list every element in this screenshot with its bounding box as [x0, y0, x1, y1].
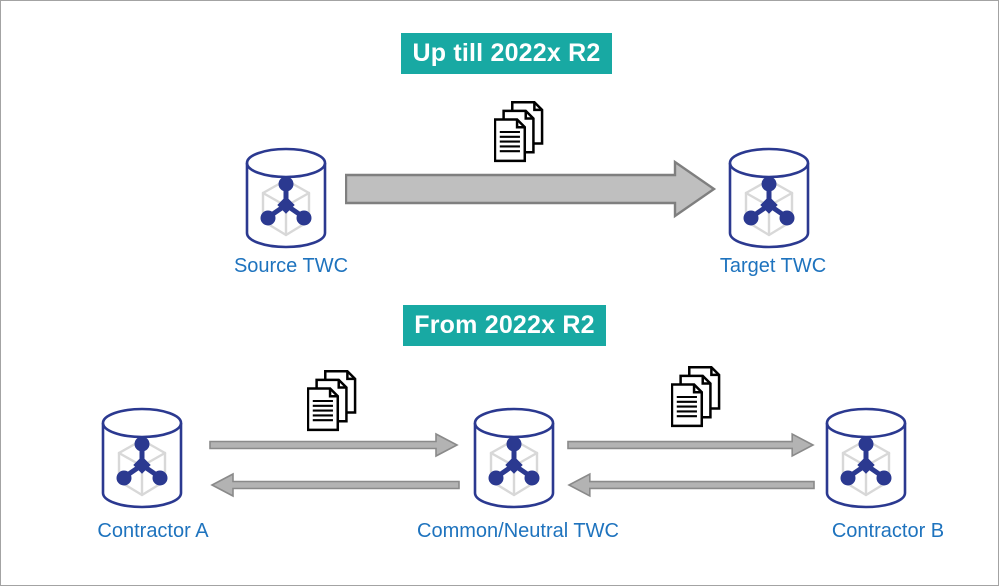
contractor-b-label: Contractor B	[831, 520, 945, 542]
target-twc-database-icon	[727, 147, 811, 249]
contractor-b-database-icon	[824, 407, 908, 509]
flow-arrow-source-to-target-icon	[345, 160, 716, 218]
flow-arrow-common-to-contractor-b-icon	[567, 433, 814, 457]
source-twc-label: Source TWC	[233, 255, 349, 277]
contractor-a-database-icon	[100, 407, 184, 509]
common-neutral-twc-database-icon	[472, 407, 556, 509]
source-twc-database-icon	[244, 147, 328, 249]
common-neutral-twc-label: Common/Neutral TWC	[417, 520, 619, 542]
target-twc-label: Target TWC	[719, 255, 827, 277]
flow-arrow-contractor-b-to-common-icon	[568, 473, 815, 497]
flow-arrow-contractor-a-to-common-icon	[209, 433, 458, 457]
document-stack-icon	[307, 369, 357, 432]
document-stack-icon	[494, 100, 544, 163]
flow-arrow-common-to-contractor-a-icon	[211, 473, 460, 497]
contractor-a-label: Contractor A	[97, 520, 209, 542]
document-stack-icon	[671, 365, 721, 428]
section-before-banner: Up till 2022x R2	[401, 33, 612, 74]
section-after-banner: From 2022x R2	[403, 305, 606, 346]
